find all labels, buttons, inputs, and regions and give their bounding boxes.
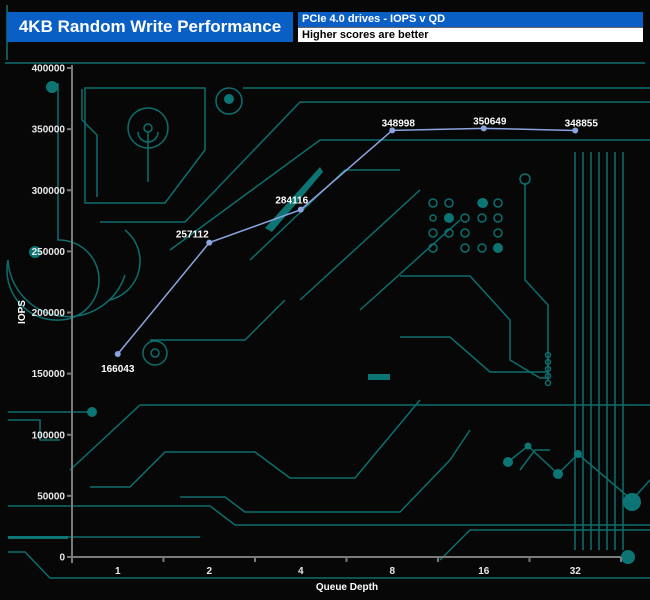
y-tick-label: 400000	[32, 64, 66, 75]
series-iops: 166043 257112 284116 348998 350649 348855	[101, 116, 598, 375]
x-axis: 1 2 4 8 16 32	[71, 556, 622, 577]
series-line	[117, 127, 576, 355]
data-label: 350649	[473, 116, 507, 127]
y-tick-label: 0	[59, 553, 65, 564]
data-point	[114, 351, 121, 358]
y-tick-label: 350000	[32, 125, 66, 136]
data-point	[572, 127, 579, 134]
data-label: 348855	[565, 119, 599, 130]
x-tick-label: 4	[298, 566, 304, 577]
data-label: 284116	[275, 196, 308, 207]
data-label: 257112	[176, 230, 209, 241]
x-tick-label: 8	[389, 566, 395, 577]
y-tick-label: 50000	[37, 491, 65, 502]
data-point	[480, 125, 487, 132]
y-tick-label: 100000	[32, 430, 66, 441]
y-tick-label: 250000	[32, 247, 66, 258]
x-axis-title: Queue Depth	[316, 582, 378, 593]
x-tick-label: 32	[570, 566, 582, 577]
data-point	[297, 206, 304, 213]
y-axis-title: IOPS	[17, 300, 28, 324]
chart-subtitle: PCIe 4.0 drives - IOPS v QD	[298, 12, 643, 27]
data-label: 166043	[101, 364, 135, 375]
y-axis: 0 50000 100000 150000 200000 250000 300000 3500…	[32, 64, 73, 564]
y-tick-label: 150000	[32, 369, 66, 380]
data-point	[389, 127, 396, 134]
x-tick-label: 2	[206, 566, 212, 577]
x-tick-label: 16	[478, 566, 490, 577]
subtitle-box: PCIe 4.0 drives - IOPS v QD Higher score…	[298, 12, 643, 42]
chart-caption: Higher scores are better	[298, 27, 643, 42]
y-tick-label: 300000	[32, 186, 66, 197]
chart-title: 4KB Random Write Performance	[7, 12, 293, 42]
data-point	[206, 239, 213, 246]
x-tick-label: 1	[115, 566, 121, 577]
y-tick-label: 200000	[32, 308, 66, 319]
data-label: 348998	[382, 118, 416, 129]
